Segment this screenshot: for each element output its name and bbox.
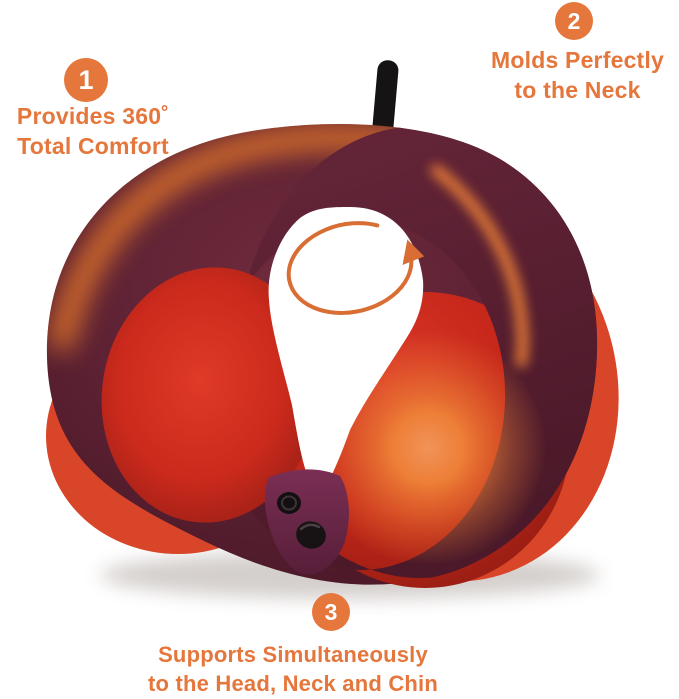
callout-1-text: Provides 360˚ Total Comfort: [0, 101, 186, 161]
callout-1-line-2: Total Comfort: [17, 133, 169, 159]
snap-button-top: [277, 492, 301, 514]
snap-button-top-ring: [281, 495, 297, 511]
hang-strap: [372, 60, 399, 139]
neck-opening: [268, 207, 424, 491]
callout-3-number: 3: [324, 598, 338, 625]
callout-3-badge: 3: [312, 593, 350, 631]
callout-3-line-1: Supports Simultaneously: [158, 642, 428, 667]
callout-2-badge: 2: [555, 2, 593, 40]
callout-2-line-2: to the Neck: [514, 77, 641, 103]
callout-2-number: 2: [567, 7, 581, 34]
callout-2-line-1: Molds Perfectly: [491, 47, 664, 73]
callout-1-badge: 1: [64, 58, 108, 102]
rotation-arrow-icon: [286, 221, 425, 315]
callout-2-text: Molds Perfectly to the Neck: [476, 45, 679, 105]
callout-3-text: Supports Simultaneously to the Head, Nec…: [133, 640, 453, 698]
shell-glow-streak: [430, 164, 529, 368]
callout-1-line-1: Provides 360˚: [16, 103, 170, 129]
callout-1-number: 1: [78, 64, 94, 95]
snap-button-bottom-highlight: [299, 523, 321, 531]
callout-3-line-2: to the Head, Neck and Chin: [147, 671, 439, 696]
left-cushion: [101, 267, 319, 523]
